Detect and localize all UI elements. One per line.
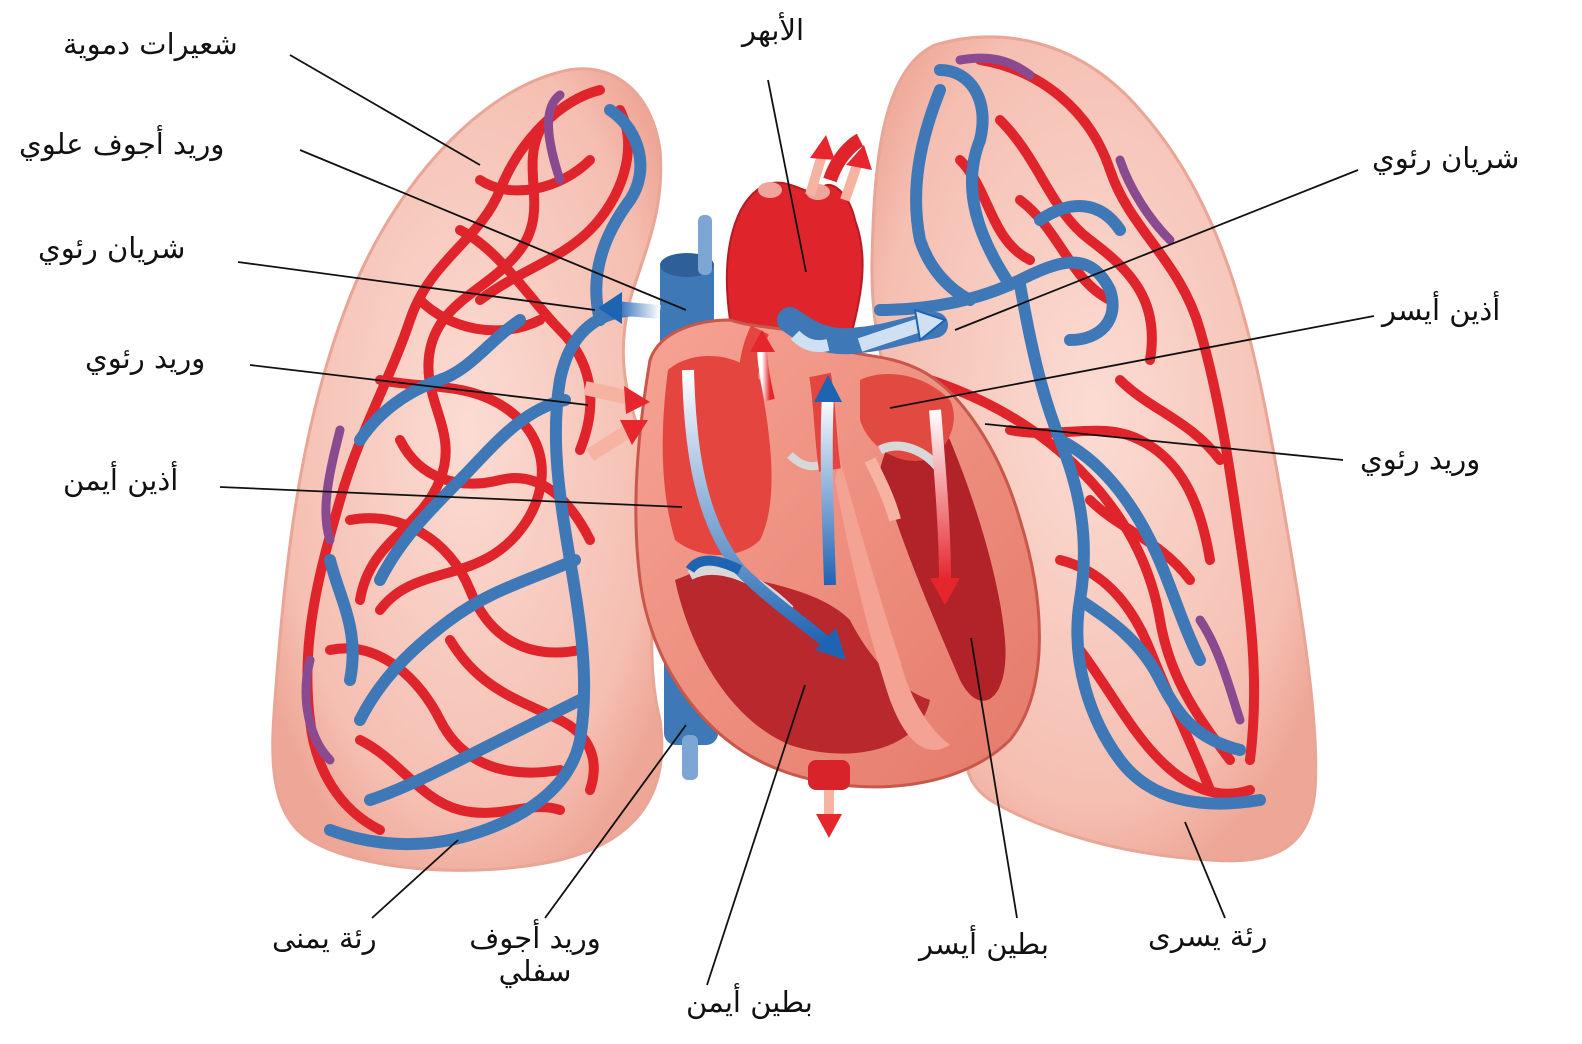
descending-aorta: [808, 760, 850, 790]
label-left-lung: رئة يسرى: [1148, 920, 1267, 953]
label-inferior-vena-cava-line2: سفلي: [440, 955, 630, 988]
label-right-ventricle: بطين أيمن: [686, 986, 813, 1019]
label-left-ventricle: بطين أيسر: [919, 928, 1049, 961]
leader-capillaries: [290, 55, 480, 165]
label-inferior-vena-cava-line1: وريد أجوف: [440, 922, 630, 955]
arrow-aorta-out-2: [845, 162, 858, 200]
label-left-atrium: أذين أيسر: [1382, 294, 1500, 327]
label-pulmonary-vein-right: وريد رئوي: [85, 342, 205, 375]
label-pulmonary-artery-left: شريان رئوي: [1372, 142, 1519, 175]
label-right-lung: رئة يمنى: [272, 922, 377, 955]
label-pulmonary-vein-left: وريد رئوي: [1360, 443, 1480, 476]
label-right-atrium: أذين أيمن: [63, 464, 178, 497]
arrow-pulmonary-vein-right-1: [585, 388, 630, 398]
label-pulmonary-artery-right: شريان رئوي: [38, 232, 185, 265]
label-superior-vena-cava: وريد أجوف علوي: [19, 128, 224, 161]
arrow-rv-to-pulmonary: [827, 395, 830, 585]
label-capillaries: شعيرات دموية: [63, 28, 238, 61]
label-inferior-vena-cava: وريد أجوف سفلي: [440, 922, 630, 989]
label-aorta: الأبهر: [742, 14, 804, 47]
